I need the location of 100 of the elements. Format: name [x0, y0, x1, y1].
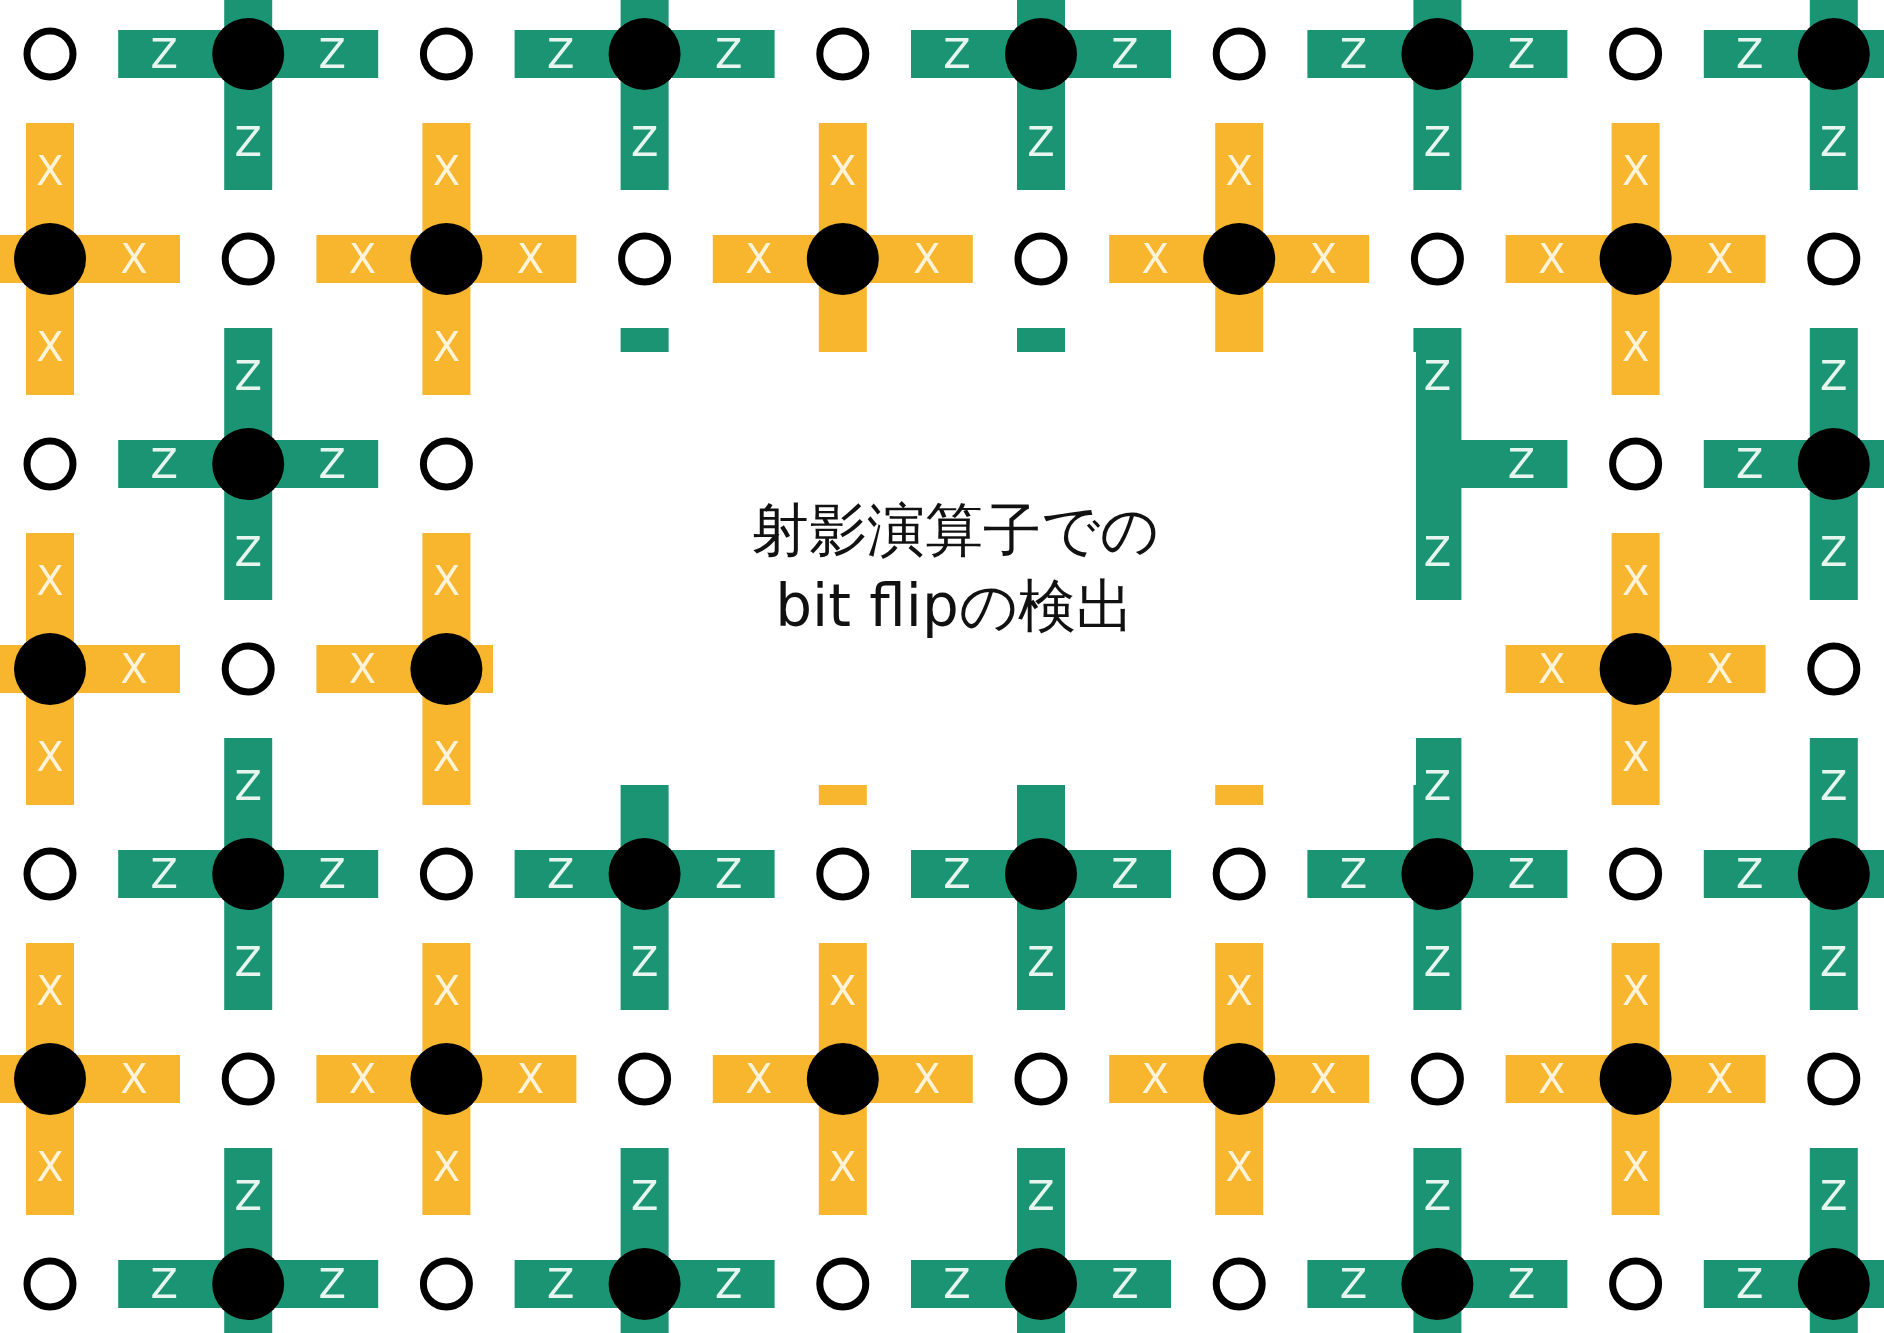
operator-letter: Z — [943, 31, 971, 77]
operator-letter: X — [432, 968, 461, 1014]
operator-letter: X — [120, 236, 148, 282]
operator-letter: X — [516, 1056, 545, 1102]
operator-letter: Z — [1111, 851, 1139, 897]
operator-letter: X — [432, 148, 461, 194]
operator-letter: Z — [1339, 1261, 1368, 1307]
operator-letter: Z — [318, 441, 346, 487]
operator-letter: Z — [1736, 31, 1764, 77]
operator-letter: X — [120, 1056, 148, 1102]
operator-letter: Z — [1736, 441, 1764, 487]
operator-letter: Z — [1423, 939, 1452, 985]
operator-letter: Z — [1423, 763, 1452, 809]
operator-letter: Z — [1339, 851, 1368, 897]
operator-letter: X — [913, 1056, 941, 1102]
operator-letter: X — [1309, 236, 1337, 282]
operator-letter: X — [1621, 734, 1650, 780]
operator-letter: Z — [318, 31, 346, 77]
operator-letter: Z — [714, 31, 743, 77]
operator-letter: Z — [546, 31, 575, 77]
operator-letter: X — [1621, 324, 1650, 370]
operator-letter: Z — [943, 1261, 971, 1307]
operator-letter: Z — [1820, 529, 1848, 575]
operator-letter: Z — [1507, 441, 1536, 487]
operator-letter: X — [348, 646, 377, 692]
operator-letter: Z — [1339, 31, 1368, 77]
operator-letter: X — [829, 1144, 857, 1190]
operator-letter: X — [1537, 236, 1566, 282]
operator-letter: X — [36, 324, 64, 370]
operator-letter: X — [1621, 1144, 1650, 1190]
operator-letter: X — [913, 236, 941, 282]
operator-letter: X — [1537, 646, 1566, 692]
operator-letter: Z — [1820, 1173, 1848, 1219]
operator-letter: Z — [546, 851, 575, 897]
operator-letter: X — [1621, 968, 1650, 1014]
operator-letter: Z — [234, 353, 262, 399]
operator-letter: X — [36, 968, 64, 1014]
operator-letter: Z — [1736, 1261, 1764, 1307]
operator-letter: X — [1537, 1056, 1566, 1102]
operator-letter: Z — [150, 851, 178, 897]
operator-letter: X — [1705, 646, 1734, 692]
operator-letter: X — [432, 734, 461, 780]
operator-letter: Z — [546, 1261, 575, 1307]
operator-letter: Z — [234, 763, 262, 809]
operator-letter: X — [516, 236, 545, 282]
operator-letter: Z — [1820, 763, 1848, 809]
operator-letter: X — [120, 646, 148, 692]
operator-letter: X — [1309, 1056, 1337, 1102]
operator-letter: Z — [714, 851, 743, 897]
operator-letter: Z — [318, 851, 346, 897]
operator-letter: X — [1225, 1144, 1253, 1190]
operator-letter: X — [348, 1056, 377, 1102]
operator-letter: X — [36, 1144, 64, 1190]
operator-letter: Z — [150, 441, 178, 487]
operator-letter: Z — [1423, 1173, 1452, 1219]
operator-letter: Z — [1423, 119, 1452, 165]
operator-letter: Z — [1820, 353, 1848, 399]
title-text: 射影演算子でのbit flipの検出 — [749, 495, 1160, 642]
operator-letter: Z — [1027, 119, 1055, 165]
operator-letter: Z — [714, 1261, 743, 1307]
operator-letter: Z — [1111, 1261, 1139, 1307]
operator-letter: X — [829, 148, 857, 194]
operator-letter: Z — [1507, 851, 1536, 897]
operator-letter: Z — [234, 529, 262, 575]
operator-letter: X — [1705, 1056, 1734, 1102]
operator-letter: Z — [1820, 939, 1848, 985]
operator-letter: Z — [943, 851, 971, 897]
operator-letter: X — [745, 1056, 773, 1102]
operator-letter: X — [1141, 1056, 1169, 1102]
operator-letter: X — [1225, 968, 1253, 1014]
operator-letter: X — [1141, 236, 1169, 282]
operator-letter: Z — [234, 119, 262, 165]
operator-letter: Z — [630, 119, 659, 165]
operator-letter: Z — [150, 1261, 178, 1307]
operator-letter: Z — [1423, 353, 1452, 399]
operator-letter: Z — [1507, 31, 1536, 77]
operator-letter: Z — [1736, 851, 1764, 897]
operator-letter: Z — [234, 939, 262, 985]
operator-letter: Z — [1820, 119, 1848, 165]
operator-letter: Z — [1027, 939, 1055, 985]
operator-letter: X — [36, 558, 64, 604]
operator-letter: X — [1621, 558, 1650, 604]
operator-letter: X — [36, 148, 64, 194]
operator-letter: X — [36, 734, 64, 780]
operator-letter: Z — [1507, 1261, 1536, 1307]
operator-letter: Z — [630, 939, 659, 985]
operator-letter: X — [432, 558, 461, 604]
operator-letter: X — [1225, 148, 1253, 194]
operator-letter: Z — [1423, 529, 1452, 575]
operator-letter: X — [745, 236, 773, 282]
operator-letter: X — [432, 1144, 461, 1190]
operator-letter: X — [1705, 236, 1734, 282]
operator-letter: X — [1621, 148, 1650, 194]
operator-letter: Z — [630, 1173, 659, 1219]
operator-letter: Z — [150, 31, 178, 77]
operator-letter: Z — [234, 1173, 262, 1219]
operator-letter: X — [829, 968, 857, 1014]
operator-letter: X — [432, 324, 461, 370]
operator-letter: Z — [1111, 31, 1139, 77]
operator-letter: X — [348, 236, 377, 282]
